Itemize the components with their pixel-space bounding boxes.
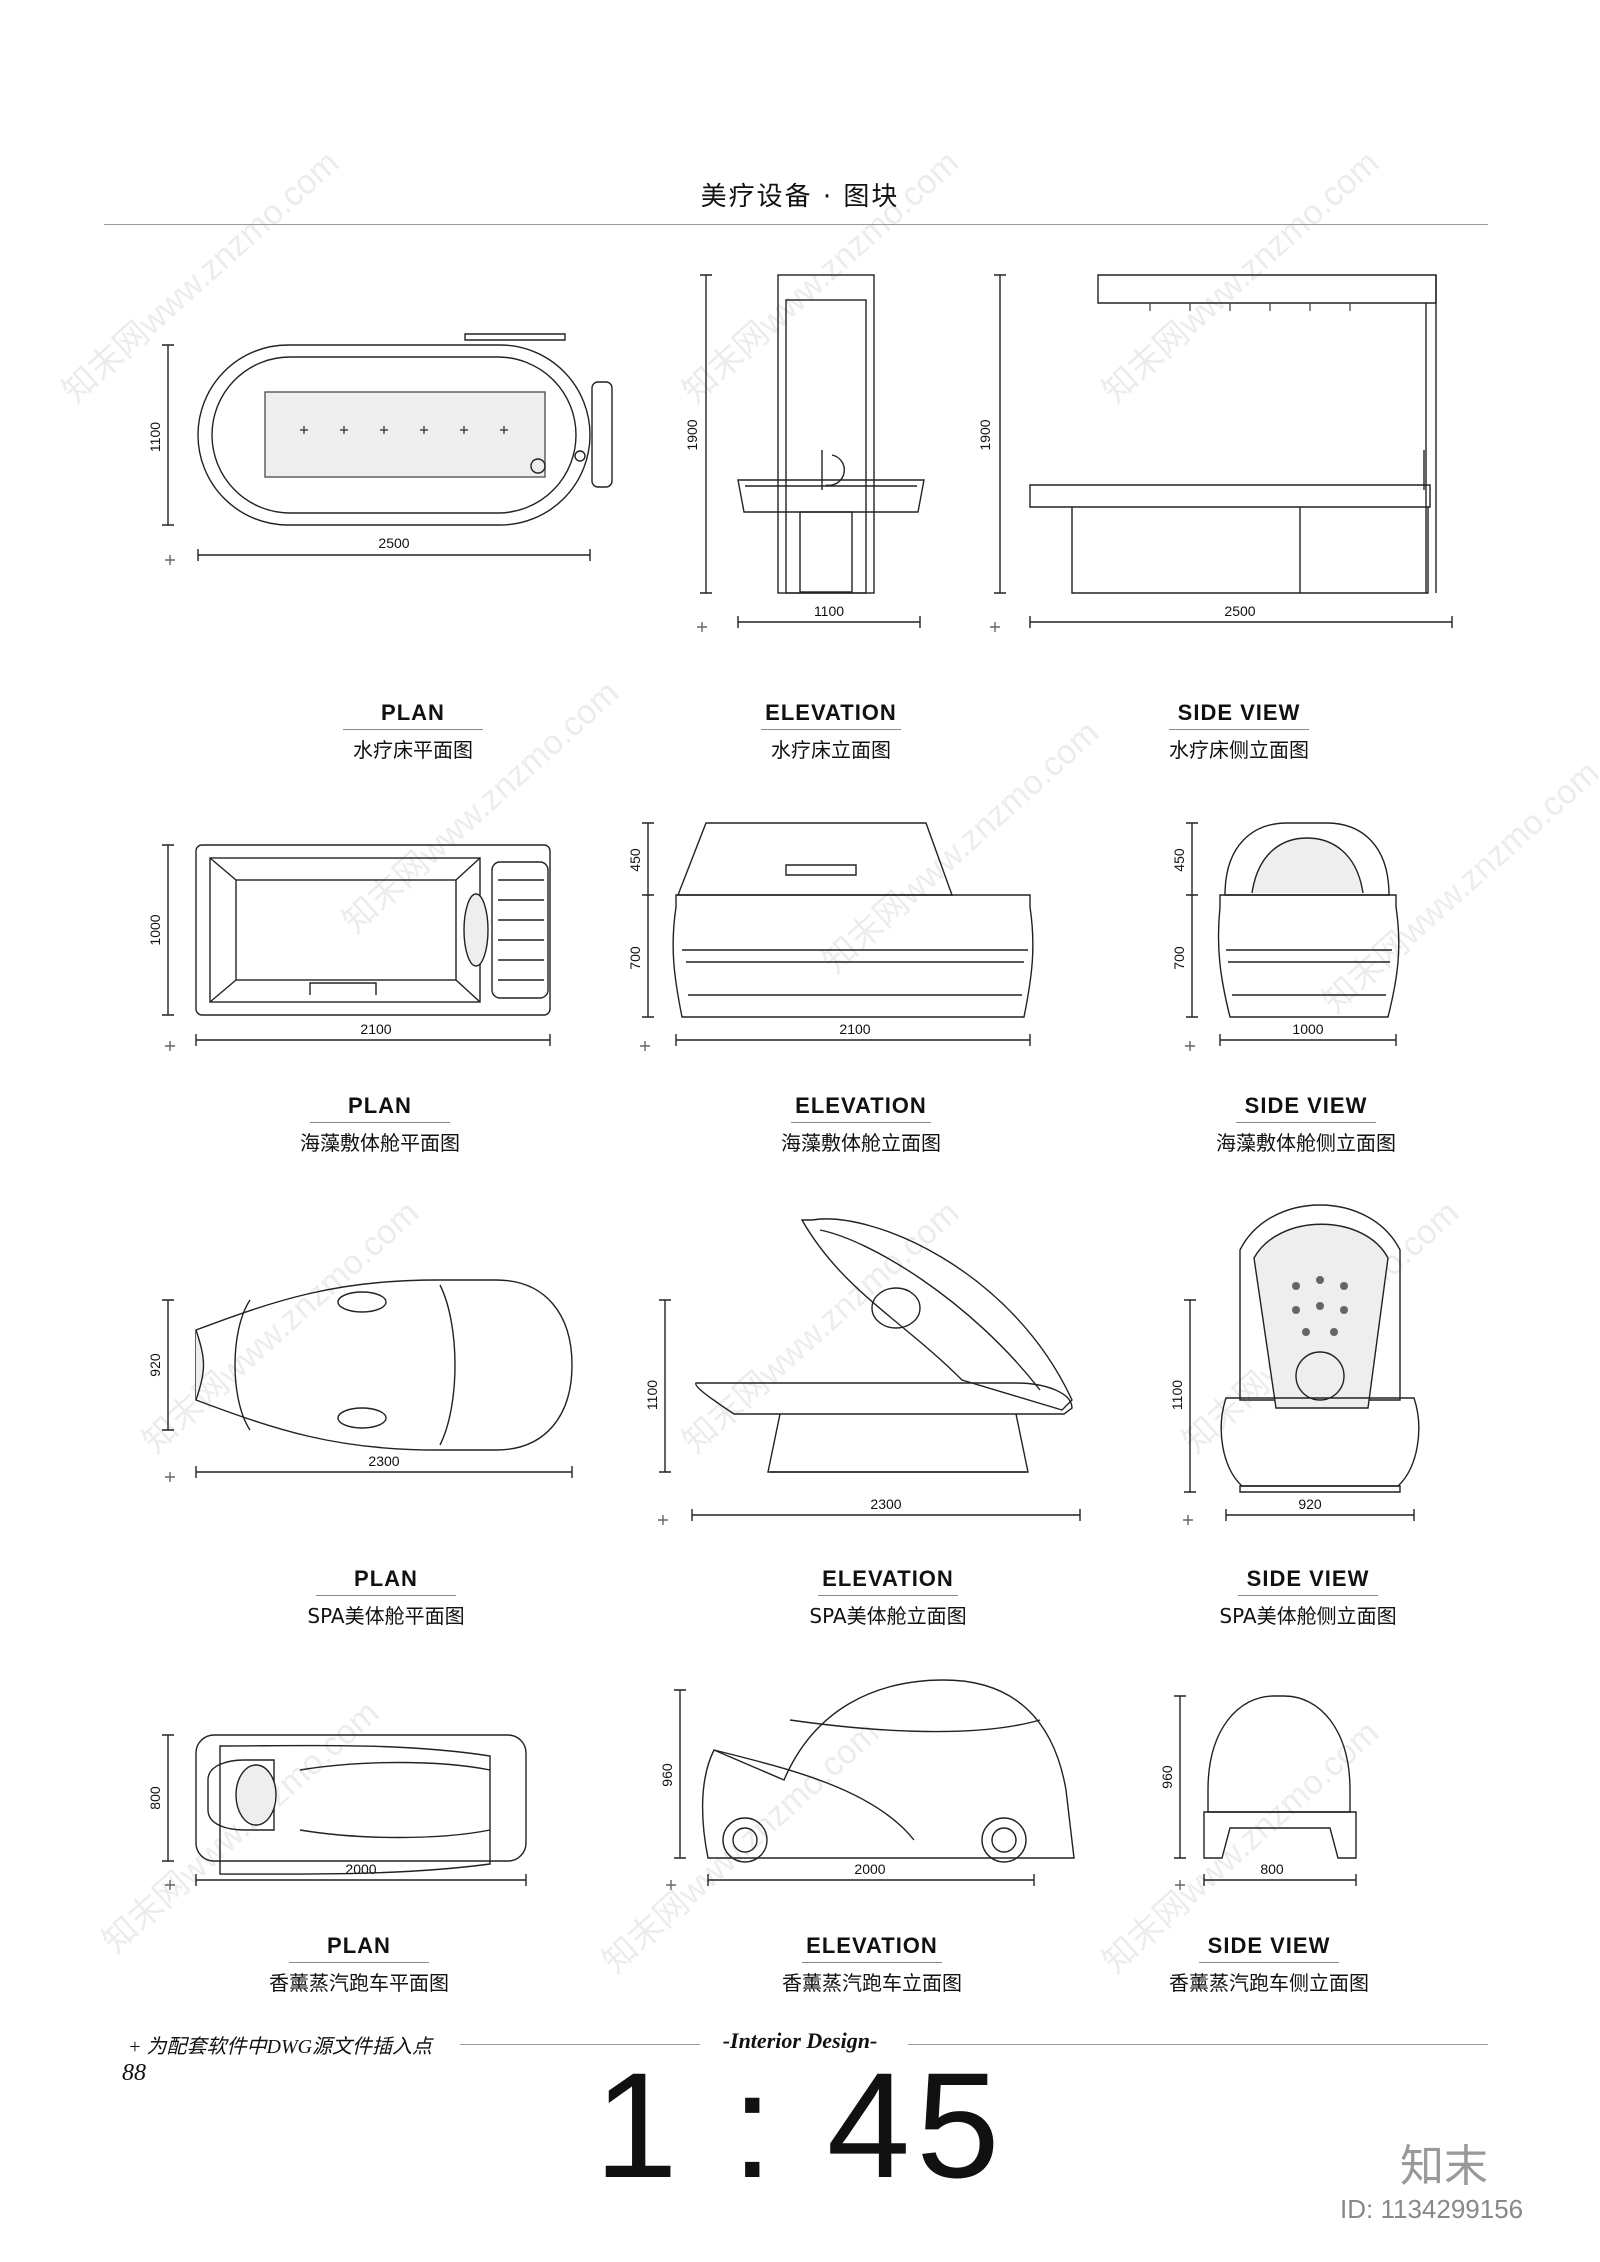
spa-side-view bbox=[1183, 1204, 1420, 1525]
view-name: 水疗床侧立面图 bbox=[1169, 738, 1309, 762]
dim-text: 1100 bbox=[1169, 1380, 1185, 1410]
spa-plan bbox=[162, 1279, 573, 1482]
dim-text: 2500 bbox=[1224, 603, 1255, 619]
spa-elevation bbox=[658, 1218, 1081, 1525]
view-label: ELEVATION 香薰蒸汽跑车立面图 bbox=[722, 1933, 1022, 1996]
footer-design-label: -Interior Design- bbox=[722, 2028, 878, 2053]
steam-car-elevation bbox=[666, 1679, 1075, 1890]
dim-text: 2100 bbox=[839, 1021, 870, 1037]
view-label: SIDE VIEW 海藻敷体舱侧立面图 bbox=[1156, 1093, 1456, 1156]
view-name: SPA美体舱立面图 bbox=[809, 1604, 967, 1628]
dim-text: 450 bbox=[627, 848, 643, 872]
dim-text: 700 bbox=[627, 946, 643, 970]
view-name: 海藻敷体舱平面图 bbox=[300, 1131, 460, 1155]
seaweed-plan bbox=[162, 844, 551, 1051]
steam-car-plan bbox=[162, 1734, 527, 1890]
view-label: ELEVATION SPA美体舱立面图 bbox=[738, 1566, 1038, 1629]
dim-text: 960 bbox=[1159, 1765, 1175, 1789]
dim-text: 920 bbox=[1298, 1496, 1322, 1512]
page-title: 美疗设备 · 图块 bbox=[700, 182, 900, 212]
page-number: 88 bbox=[122, 2060, 146, 2086]
view-type: PLAN bbox=[327, 1933, 391, 1958]
footer-divider bbox=[460, 2044, 700, 2045]
brand-logo: 知末 bbox=[1400, 2141, 1488, 2192]
header-divider bbox=[104, 224, 1488, 225]
view-type: SIDE VIEW bbox=[1207, 1933, 1331, 1958]
dim-text: 2300 bbox=[368, 1453, 399, 1469]
view-name: 海藻敷体舱侧立面图 bbox=[1216, 1131, 1396, 1155]
view-label: SIDE VIEW 香薰蒸汽跑车侧立面图 bbox=[1119, 1933, 1419, 1996]
view-name: 水疗床立面图 bbox=[771, 738, 891, 762]
scale-label: 1 : 45 bbox=[594, 2041, 1006, 2209]
view-name: SPA美体舱平面图 bbox=[307, 1604, 465, 1628]
dim-text: 2000 bbox=[345, 1861, 376, 1877]
view-label: SIDE VIEW SPA美体舱侧立面图 bbox=[1158, 1566, 1458, 1629]
dim-text: 450 bbox=[1171, 848, 1187, 872]
view-label: PLAN 水疗床平面图 bbox=[263, 700, 563, 763]
dim-text: 1000 bbox=[1292, 1021, 1323, 1037]
view-type: ELEVATION bbox=[765, 700, 897, 725]
view-label: PLAN SPA美体舱平面图 bbox=[236, 1566, 536, 1629]
view-type: PLAN bbox=[348, 1093, 412, 1118]
view-type: ELEVATION bbox=[795, 1093, 927, 1118]
view-type: PLAN bbox=[354, 1566, 418, 1591]
view-type: ELEVATION bbox=[806, 1933, 938, 1958]
hydro-bed-plan bbox=[162, 333, 613, 565]
view-name: 香薰蒸汽跑车平面图 bbox=[269, 1971, 449, 1995]
view-label: PLAN 香薰蒸汽跑车平面图 bbox=[209, 1933, 509, 1996]
dim-text: 2500 bbox=[378, 535, 409, 551]
hydro-bed-side-view bbox=[990, 274, 1453, 632]
seaweed-elevation bbox=[640, 822, 1034, 1051]
view-label: ELEVATION 水疗床立面图 bbox=[681, 700, 981, 763]
dim-text: 1100 bbox=[147, 422, 163, 452]
view-type: ELEVATION bbox=[822, 1566, 954, 1591]
steam-car-side-view bbox=[1174, 1695, 1357, 1890]
dim-text: 1100 bbox=[814, 603, 844, 619]
view-name: 香薰蒸汽跑车侧立面图 bbox=[1169, 1971, 1369, 1995]
hydro-bed-elevation bbox=[697, 274, 925, 632]
view-type: SIDE VIEW bbox=[1246, 1566, 1370, 1591]
dim-text: 920 bbox=[147, 1353, 163, 1377]
insertion-point-note: + 为配套软件中DWG源文件插入点 bbox=[128, 2036, 433, 2058]
view-name: 水疗床平面图 bbox=[353, 738, 473, 762]
view-type: PLAN bbox=[381, 700, 445, 725]
view-label: PLAN 海藻敷体舱平面图 bbox=[230, 1093, 530, 1156]
dim-text: 1000 bbox=[147, 914, 163, 945]
view-name: 海藻敷体舱立面图 bbox=[781, 1131, 941, 1155]
view-name: 香薰蒸汽跑车立面图 bbox=[782, 1971, 962, 1995]
footer-divider bbox=[908, 2044, 1488, 2045]
dim-text: 800 bbox=[147, 1786, 163, 1810]
view-label: SIDE VIEW 水疗床侧立面图 bbox=[1089, 700, 1389, 763]
dim-text: 1900 bbox=[977, 419, 993, 450]
view-name: SPA美体舱侧立面图 bbox=[1219, 1604, 1397, 1628]
dim-text: 1100 bbox=[644, 1380, 660, 1410]
dim-text: 2000 bbox=[854, 1861, 885, 1877]
view-type: SIDE VIEW bbox=[1244, 1093, 1368, 1118]
dim-text: 2100 bbox=[360, 1021, 391, 1037]
dim-text: 700 bbox=[1171, 946, 1187, 970]
seaweed-side-view bbox=[1185, 822, 1400, 1051]
view-label: ELEVATION 海藻敷体舱立面图 bbox=[711, 1093, 1011, 1156]
resource-id: ID: 1134299156 bbox=[1340, 2194, 1524, 2224]
dim-text: 1900 bbox=[684, 419, 700, 450]
dim-text: 800 bbox=[1260, 1861, 1284, 1877]
dim-text: 2300 bbox=[870, 1496, 901, 1512]
dim-text: 960 bbox=[659, 1763, 675, 1787]
view-type: SIDE VIEW bbox=[1177, 700, 1301, 725]
